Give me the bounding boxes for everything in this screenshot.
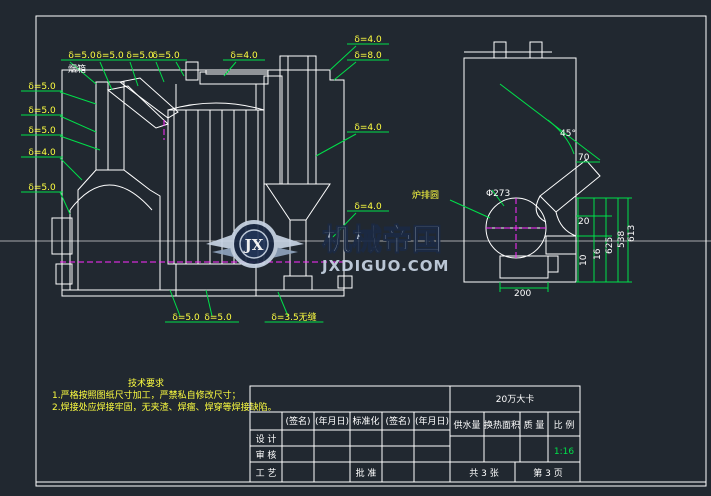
label-grate-guard: 炉排圆: [412, 189, 439, 201]
approve-label: 批 准: [356, 467, 377, 479]
header-mass: 质 量: [524, 419, 545, 431]
label-angle: 45°: [560, 129, 576, 139]
label-smoke-box: 烟箱: [68, 63, 86, 75]
row-review: 审 核: [256, 449, 277, 461]
notes-line-2: 2.焊接处应焊接牢固，无夹渣、焊瘤、焊穿等焊接缺陷。: [52, 401, 277, 413]
thickness-callout: δ=5.0: [28, 183, 56, 193]
thickness-callout: δ=4.0: [354, 35, 382, 45]
thickness-callout: δ=5.0: [96, 51, 124, 61]
thickness-callout: δ=4.0: [28, 148, 56, 158]
watermark-url: JXDIGUO.COM: [321, 257, 449, 275]
technical-notes: 技术要求 1.严格按照图纸尺寸加工，严禁私自修改尺寸； 2.焊接处应焊接牢固，无…: [52, 377, 277, 413]
vertical-dimension: 538: [617, 231, 627, 248]
title-block: 20万大卡 (签名) (年月日) 标准化 (签名) (年月日) 供水量 换热面积…: [249, 385, 581, 483]
thickness-callout: δ=4.0: [230, 51, 258, 61]
header-date-2: (年月日): [415, 415, 449, 427]
leader-lines-front: [59, 45, 357, 317]
thickness-callout: δ=5.0: [68, 51, 96, 61]
vertical-dimension: 10: [579, 254, 589, 266]
thickness-callout: δ=5.0: [204, 313, 232, 323]
scale-value: 1:16: [554, 447, 574, 457]
label-small-dim: 20: [578, 217, 590, 227]
thickness-callout: δ=5.0: [126, 51, 154, 61]
watermark-name: 机械帝国: [322, 223, 442, 258]
label-top-dim: 70: [578, 153, 590, 163]
watermark: JX 机械帝国 JXDIGUO.COM: [206, 220, 449, 275]
notes-title: 技术要求: [128, 377, 164, 389]
thickness-callout: δ=5.0: [28, 82, 56, 92]
header-sign-1: (签名): [285, 415, 310, 427]
label-diameter: Φ273: [486, 189, 510, 199]
thickness-callout: δ=8.0: [354, 51, 382, 61]
front-view: [51, 55, 353, 297]
thickness-callout: δ=4.0: [354, 123, 382, 133]
vertical-dimension: 16: [593, 248, 603, 260]
header-standard: 标准化: [352, 415, 379, 427]
thickness-callout: δ=4.0: [354, 202, 382, 212]
drawing-frame: [35, 15, 707, 487]
drawing-name: 20万大卡: [496, 393, 534, 405]
notes-line-1: 1.严格按照图纸尺寸加工，严禁私自修改尺寸；: [52, 389, 241, 401]
thickness-callout: δ=5.0: [28, 126, 56, 136]
thickness-callout: δ=5.0: [152, 51, 180, 61]
sheets-total: 共 3 张: [469, 468, 498, 479]
vertical-dimension: 625: [605, 237, 615, 254]
dimensions-side: [449, 83, 632, 292]
header-sign-2: (签名): [385, 415, 410, 427]
row-process: 工 艺: [256, 468, 277, 479]
header-heat-area: 换热面积: [484, 419, 520, 431]
row-design: 设 计: [256, 433, 277, 445]
thickness-callout: δ=3.5无缝: [271, 311, 316, 323]
watermark-badge: JX: [243, 236, 264, 254]
label-bottom-dim: 200: [514, 289, 531, 299]
thickness-callout: δ=5.0: [28, 106, 56, 116]
header-date-1: (年月日): [315, 415, 349, 427]
thickness-callout: δ=5.0: [172, 313, 200, 323]
vertical-dimension: 613: [627, 225, 637, 242]
sheet-number: 第 3 页: [533, 467, 562, 479]
header-water-supply: 供水量: [453, 419, 480, 431]
header-scale: 比 例: [554, 419, 575, 431]
